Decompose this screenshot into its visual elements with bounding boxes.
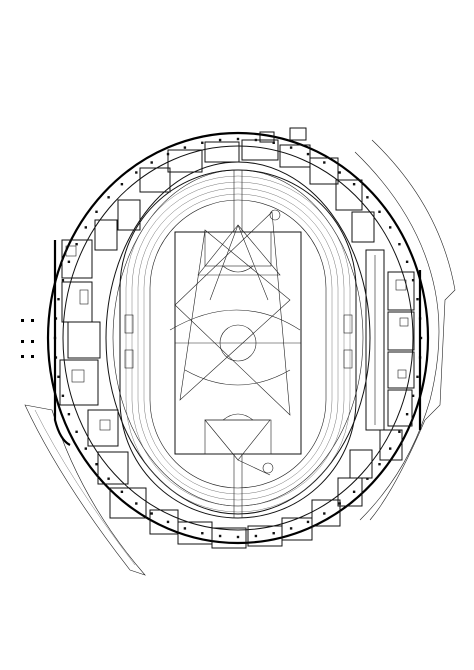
east-rooms [379,271,415,461]
ring-columns [53,137,423,539]
column-dot [323,512,326,515]
column-dot [306,520,310,524]
column-dot [150,512,153,515]
throwing-sector-top [197,224,281,301]
column-dot [120,490,124,493]
column-dot [57,298,60,301]
column-dot [352,183,356,186]
east-stand-strip [365,249,385,431]
east-canopy-shell-outer [369,139,456,521]
column-dot [389,447,392,450]
track-lane-4 [143,193,333,495]
column-dot [57,375,60,378]
column-dot [272,532,275,535]
column-dot [218,138,222,142]
column-dot [289,146,293,149]
column-dot [75,243,78,246]
column-dot [352,490,356,493]
column-dot [254,534,258,538]
concourse-ring-inner [112,169,364,507]
column-dot [135,502,138,505]
column-dot [236,137,240,141]
column-dot [272,141,275,144]
column-dot [411,394,415,397]
column-markers-left [21,319,34,358]
column-dot [183,146,187,149]
column-dot [411,279,415,282]
penalty-area-bottom [204,419,272,455]
bench-west-2 [124,349,134,369]
column-dot [378,463,381,466]
column-dot [61,394,65,397]
column-dot [183,527,187,530]
column-dot [366,477,369,480]
throwing-circle-top [269,209,281,221]
throwing-circle-bottom [262,462,274,474]
column-dot [289,527,293,530]
column-dot [166,152,170,156]
outer-ring-inner [62,145,414,531]
bench-west [124,314,134,334]
column-dot [95,210,98,213]
track-lane-3 [137,187,339,501]
column-dot [218,534,222,538]
track-lane-2 [131,181,345,507]
column-dot [389,226,392,229]
column-dot [135,171,138,174]
column-dot [416,375,419,378]
column-dot [254,138,258,142]
track-outer-edge [119,169,357,519]
east-canopy-shell [354,151,440,521]
column-dot [166,520,170,524]
throwing-sector-mirror [179,229,291,401]
column-dot [398,430,401,433]
north-rooms [139,127,375,243]
west-rooms [59,199,147,519]
column-dot [338,502,341,505]
track-inner-edge [149,199,327,489]
column-dot [67,260,71,263]
column-dot [398,243,401,246]
column-dot [61,279,65,282]
penalty-arc-top [222,265,254,273]
column-dot [201,141,204,144]
column-dot [95,463,98,466]
outer-ring-outline [46,131,430,545]
throwing-sector-large [174,211,291,416]
column-dot [120,183,124,186]
column-dot [416,298,419,301]
centre-circle [219,324,257,362]
bench-east-2 [343,349,353,369]
column-dot [405,413,409,416]
west-canopy-shell-inner [34,409,136,566]
column-dot [84,226,87,229]
bench-east [343,314,353,334]
column-dot [84,447,87,450]
column-dot [150,161,153,164]
column-dot [107,477,110,480]
column-dot [366,196,369,199]
penalty-arc-bottom [222,413,254,421]
column-dot [201,532,204,535]
throwing-sector-bottom [204,419,271,476]
column-dot [107,196,110,199]
penalty-area-top [204,231,272,267]
west-heavy-wall [53,240,71,446]
west-canopy-shell [24,404,146,576]
column-dot [323,161,326,164]
track-lane-1 [125,175,351,513]
column-dot [306,152,310,156]
column-dot [67,413,71,416]
sector-arc [169,309,301,331]
column-dot [75,430,78,433]
sector-arc-lower [184,369,291,386]
column-dot [378,210,381,213]
column-dot [338,171,341,174]
south-rooms [149,449,373,549]
column-dot [405,260,409,263]
column-dot [236,535,240,539]
